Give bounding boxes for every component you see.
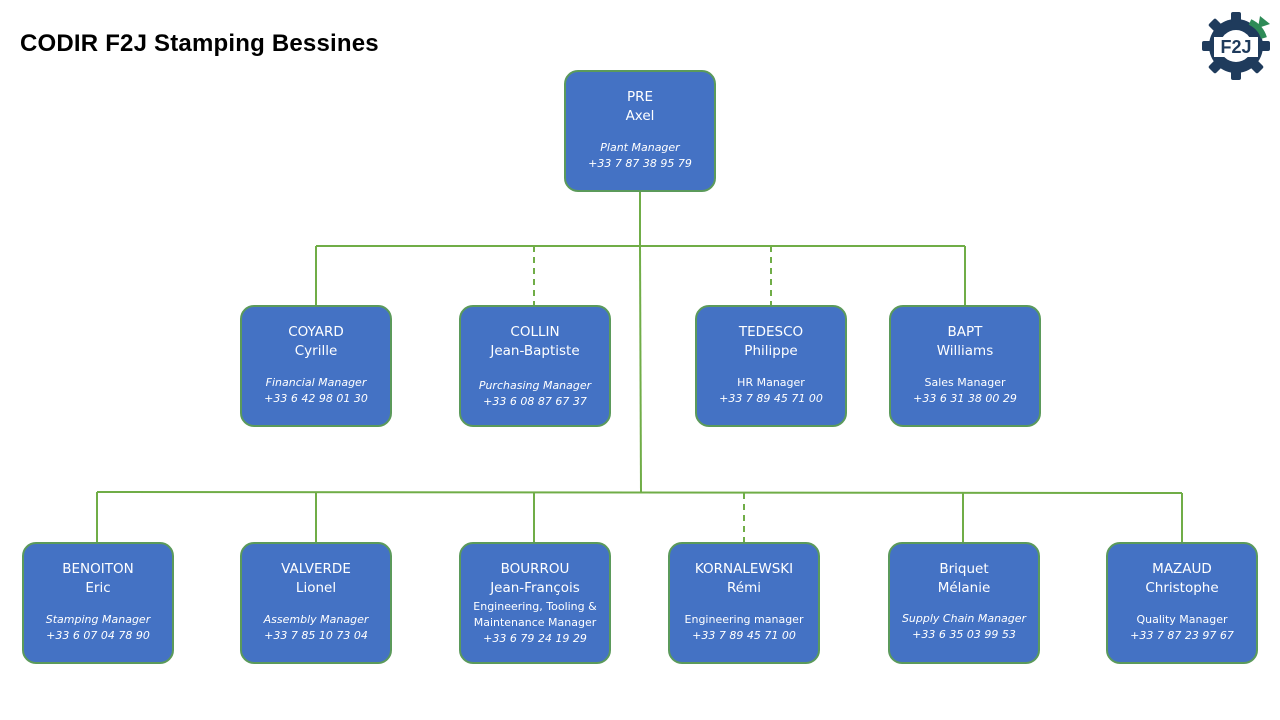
person-role: Supply Chain Manager bbox=[901, 612, 1027, 625]
org-box-briquet: Briquet Mélanie Supply Chain Manager +33… bbox=[888, 542, 1040, 664]
person-first-name: Mélanie bbox=[937, 580, 991, 596]
person-role: HR Manager bbox=[737, 376, 805, 389]
person-first-name: Eric bbox=[85, 580, 111, 596]
person-phone: +33 6 07 04 78 90 bbox=[46, 629, 150, 642]
person-first-name: Williams bbox=[936, 343, 994, 359]
person-first-name: Rémi bbox=[727, 580, 761, 596]
org-box-tedesco: TEDESCO Philippe HR Manager +33 7 89 45 … bbox=[695, 305, 847, 427]
f2j-logo: F2J bbox=[1202, 12, 1270, 80]
person-first-name: Jean-François bbox=[490, 580, 580, 596]
org-box-coyard: COYARD Cyrille Financial Manager +33 6 4… bbox=[240, 305, 392, 427]
org-box-benoiton: BENOITON Eric Stamping Manager +33 6 07 … bbox=[22, 542, 174, 664]
page-title: CODIR F2J Stamping Bessines bbox=[20, 30, 379, 57]
person-last-name: TEDESCO bbox=[738, 324, 804, 340]
person-first-name: Axel bbox=[625, 108, 655, 124]
person-last-name: MAZAUD bbox=[1152, 561, 1212, 577]
person-phone: +33 7 89 45 71 00 bbox=[692, 629, 796, 642]
person-last-name: PRE bbox=[626, 89, 654, 105]
person-first-name: Christophe bbox=[1145, 580, 1219, 596]
person-first-name: Cyrille bbox=[294, 343, 338, 359]
person-role: Stamping Manager bbox=[45, 613, 151, 626]
person-phone: +33 7 85 10 73 04 bbox=[264, 629, 368, 642]
org-box-mazaud: MAZAUD Christophe Quality Manager +33 7 … bbox=[1106, 542, 1258, 664]
person-last-name: BENOITON bbox=[62, 561, 134, 577]
person-phone: +33 7 87 38 95 79 bbox=[588, 157, 692, 170]
person-role: Sales Manager bbox=[924, 376, 1006, 389]
person-role: Quality Manager bbox=[1136, 613, 1228, 626]
person-phone: +33 6 35 03 99 53 bbox=[912, 628, 1016, 641]
person-phone: +33 6 42 98 01 30 bbox=[264, 392, 368, 405]
person-last-name: COLLIN bbox=[510, 324, 560, 340]
person-phone: +33 6 79 24 19 29 bbox=[483, 632, 587, 645]
org-box-valverde: VALVERDE Lionel Assembly Manager +33 7 8… bbox=[240, 542, 392, 664]
person-last-name: KORNALEWSKI bbox=[694, 561, 794, 577]
person-last-name: BOURROU bbox=[500, 561, 570, 577]
org-box-bourrou: BOURROU Jean-François Engineering, Tooli… bbox=[459, 542, 611, 664]
person-role: Engineering, Tooling & Maintenance Manag… bbox=[473, 600, 597, 629]
connector-trunk-main bbox=[639, 245, 642, 493]
connector-level2-bar bbox=[96, 491, 1183, 494]
person-phone: +33 6 31 38 00 29 bbox=[913, 392, 1017, 405]
person-role: Financial Manager bbox=[265, 376, 367, 389]
person-last-name: COYARD bbox=[288, 324, 344, 340]
person-role: Purchasing Manager bbox=[478, 379, 592, 392]
person-last-name: Briquet bbox=[939, 561, 989, 577]
person-phone: +33 6 08 87 67 37 bbox=[483, 395, 587, 408]
person-first-name: Philippe bbox=[744, 343, 798, 359]
person-phone: +33 7 87 23 97 67 bbox=[1130, 629, 1234, 642]
org-box-kornalewski: KORNALEWSKI Rémi Engineering manager +33… bbox=[668, 542, 820, 664]
person-phone: +33 7 89 45 71 00 bbox=[719, 392, 823, 405]
org-box-bapt: BAPT Williams Sales Manager +33 6 31 38 … bbox=[889, 305, 1041, 427]
person-role: Plant Manager bbox=[600, 141, 680, 154]
person-last-name: VALVERDE bbox=[281, 561, 351, 577]
logo-text: F2J bbox=[1220, 37, 1251, 57]
person-first-name: Lionel bbox=[295, 580, 337, 596]
org-box-pre: PRE Axel Plant Manager +33 7 87 38 95 79 bbox=[564, 70, 716, 192]
org-box-collin: COLLIN Jean-Baptiste Purchasing Manager … bbox=[459, 305, 611, 427]
person-role: Engineering manager bbox=[684, 613, 804, 626]
person-last-name: BAPT bbox=[947, 324, 983, 340]
person-role: Assembly Manager bbox=[263, 613, 369, 626]
person-first-name: Jean-Baptiste bbox=[490, 343, 580, 359]
